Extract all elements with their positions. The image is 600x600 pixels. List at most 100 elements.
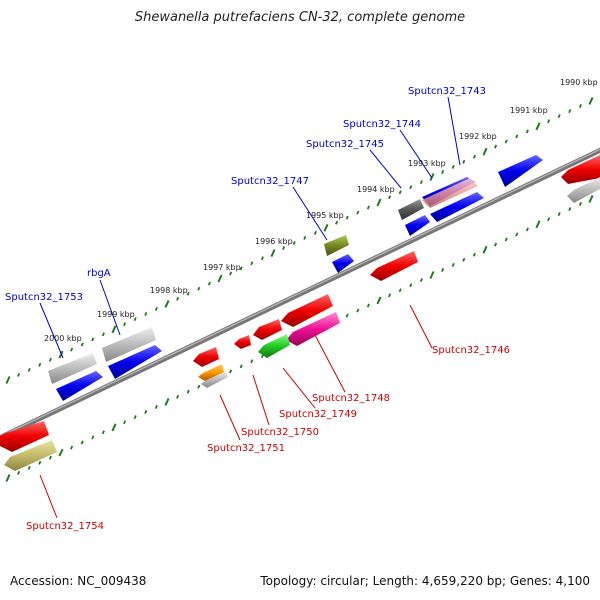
gene-reverse[interactable]: [234, 335, 251, 349]
gene-reverse[interactable]: [258, 334, 290, 358]
scale-tick: [38, 460, 42, 465]
scale-tick: [494, 144, 498, 149]
scale-tick: [17, 372, 21, 377]
scale-tick: [409, 283, 413, 288]
scale-tick: [154, 405, 158, 409]
gene-forward[interactable]: [332, 254, 354, 273]
gene-reverse[interactable]: [198, 364, 224, 381]
scale-tick: [58, 448, 64, 457]
scale-label-1993: 1993 kbp: [408, 159, 446, 168]
scale-tick: [441, 170, 445, 174]
scale-tick: [525, 129, 529, 134]
gene-label-sputcn32-1748[interactable]: Sputcn32_1748: [312, 393, 390, 404]
scale-tick: [239, 266, 243, 271]
scale-tick: [588, 194, 594, 203]
gene-reverse[interactable]: [4, 440, 57, 471]
gene-reverse[interactable]: [567, 177, 600, 203]
scale-tick: [515, 134, 519, 139]
scale-tick: [176, 394, 180, 399]
gene-forward[interactable]: [398, 199, 424, 220]
gene-label-sputcn32-1749[interactable]: Sputcn32_1749: [279, 409, 357, 420]
scale-tick: [568, 109, 572, 114]
gene-reverse[interactable]: [281, 294, 333, 327]
scale-tick: [164, 397, 170, 406]
gene-reverse[interactable]: [561, 155, 600, 184]
scale-tick: [133, 415, 137, 420]
scale-tick: [419, 278, 423, 283]
scale-tick: [547, 119, 551, 124]
scale-tick: [17, 470, 21, 475]
scale-label-1997: 1997 kbp: [203, 263, 241, 272]
gene-forward[interactable]: [422, 178, 478, 208]
gene-forward[interactable]: [48, 353, 97, 384]
scale-tick: [535, 220, 541, 229]
scale-tick: [282, 246, 286, 251]
gene-forward[interactable]: [430, 192, 484, 222]
scale-label-1999: 1999 kbp: [97, 310, 135, 319]
scale-tick: [388, 293, 392, 298]
scale-label-1994: 1994 kbp: [357, 185, 395, 194]
scale-tick: [409, 185, 413, 190]
scale-tick: [557, 212, 561, 217]
scale-tick: [376, 296, 382, 305]
gene-reverse[interactable]: [201, 371, 228, 388]
gene-label-sputcn32-1747[interactable]: Sputcn32_1747: [231, 176, 309, 187]
scale-tick: [345, 313, 349, 318]
scale-tick: [504, 237, 508, 242]
gene-label-sputcn32-1746[interactable]: Sputcn32_1746: [432, 345, 510, 356]
scale-tick: [111, 423, 117, 432]
scale-tick: [504, 139, 508, 144]
scale-tick: [313, 230, 317, 235]
scale-ticks-forward: [5, 96, 594, 384]
gene-forward[interactable]: [405, 215, 430, 236]
gene-reverse[interactable]: [370, 251, 418, 281]
scale-tick: [111, 325, 117, 334]
scale-tick: [91, 337, 95, 342]
scale-tick: [547, 217, 551, 222]
scale-tick: [419, 180, 423, 185]
scale-tick: [515, 232, 519, 237]
gene-reverse[interactable]: [0, 421, 49, 452]
scale-label-1992: 1992 kbp: [459, 132, 497, 141]
gene-label-sputcn32-1751[interactable]: Sputcn32_1751: [207, 443, 285, 454]
scale-tick: [229, 369, 233, 374]
gene-forward[interactable]: [108, 345, 162, 379]
gene-forward[interactable]: [56, 371, 103, 401]
scale-tick: [578, 202, 582, 206]
scale-tick: [239, 364, 243, 369]
scale-tick: [429, 271, 435, 279]
scale-tick: [462, 257, 466, 262]
forward-leader-lines: [39, 96, 461, 359]
gene-reverse[interactable]: [286, 312, 340, 346]
gene-label-sputcn32-1750[interactable]: Sputcn32_1750: [241, 427, 319, 438]
scale-tick: [441, 268, 445, 272]
scale-tick: [38, 362, 42, 367]
gene-forward[interactable]: [102, 327, 156, 362]
gene-label-sputcn32-1745[interactable]: Sputcn32_1745: [306, 139, 384, 150]
gene-reverse[interactable]: [193, 347, 219, 367]
scale-tick: [525, 227, 529, 232]
gene-label-sputcn32-1753[interactable]: Sputcn32_1753: [5, 292, 83, 303]
scale-tick: [451, 164, 455, 169]
gene-label-sputcn32-1744[interactable]: Sputcn32_1744: [343, 119, 421, 130]
scale-tick: [91, 435, 95, 440]
scale-tick: [482, 147, 488, 156]
scale-tick: [578, 104, 582, 108]
scale-tick: [260, 256, 264, 261]
gene-label-rbga[interactable]: rbgA: [87, 268, 111, 279]
scale-tick: [535, 122, 541, 131]
scale-tick: [388, 195, 392, 200]
scale-tick: [568, 207, 572, 212]
map-title: Shewanella putrefaciens CN-32, complete …: [134, 10, 466, 25]
scale-tick: [472, 252, 476, 257]
gene-label-sputcn32-1754[interactable]: Sputcn32_1754: [26, 521, 104, 532]
scale-tick: [462, 159, 466, 164]
scale-tick: [80, 440, 84, 445]
gene-forward[interactable]: [324, 235, 349, 256]
gene-forward[interactable]: [498, 155, 543, 187]
scale-tick: [27, 367, 31, 372]
gene-label-sputcn32-1743[interactable]: Sputcn32_1743: [408, 86, 486, 97]
scale-tick: [144, 312, 148, 316]
gene-reverse[interactable]: [253, 319, 282, 340]
scale-tick: [197, 286, 201, 291]
